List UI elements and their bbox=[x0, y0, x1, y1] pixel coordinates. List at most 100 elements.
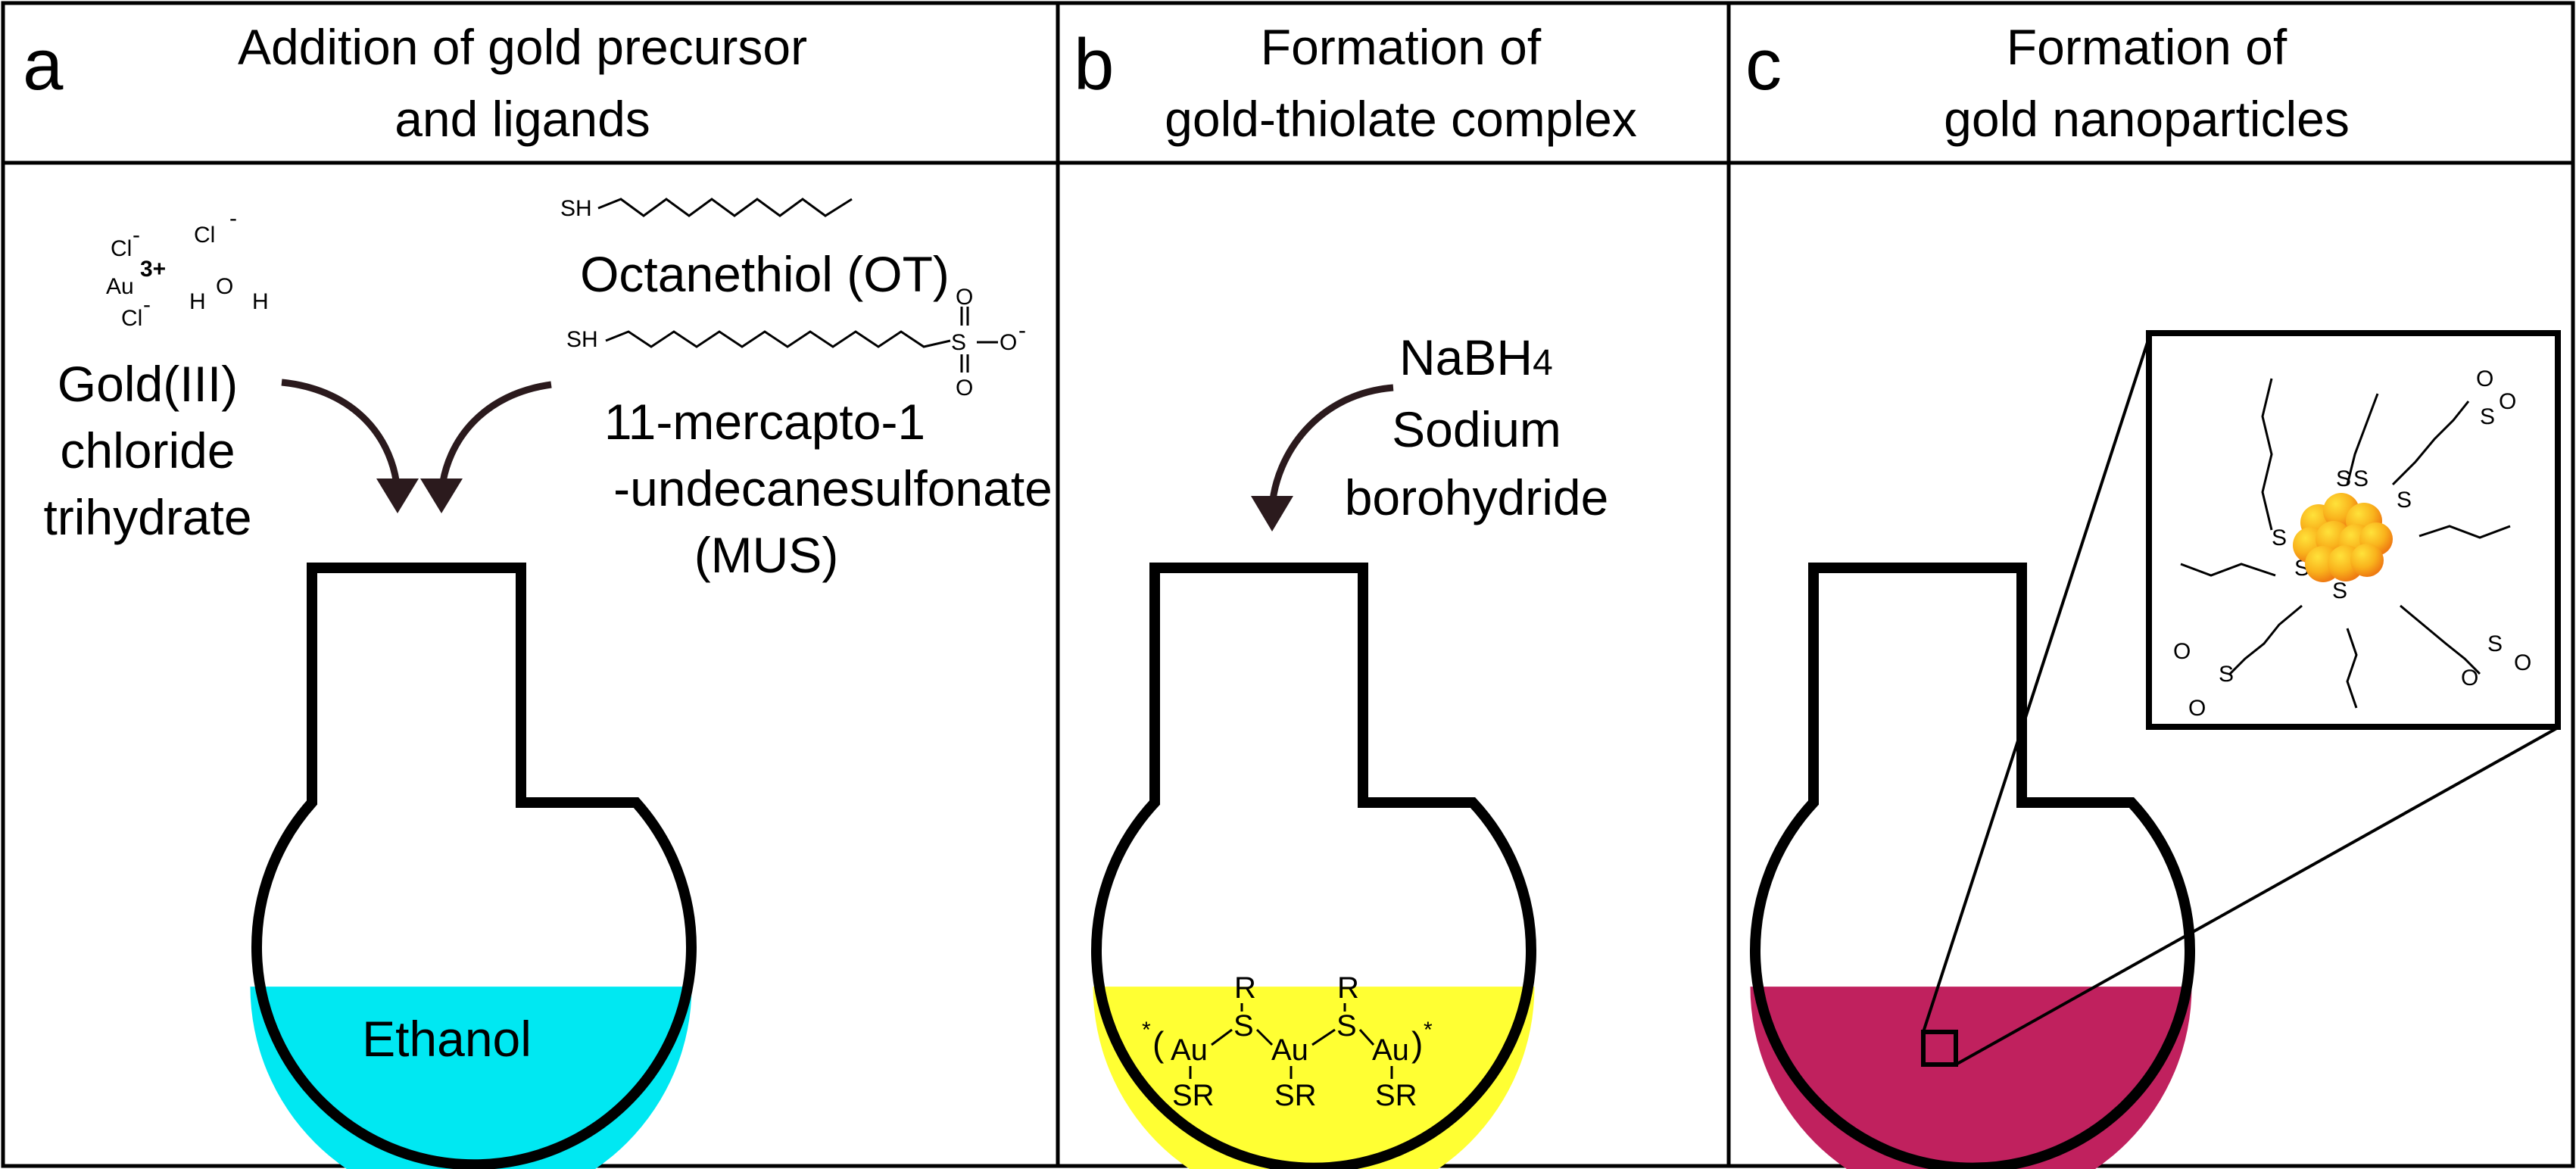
complex-sr-2: SR bbox=[1274, 1079, 1317, 1112]
inset-so3-lower-left-o1: O bbox=[2173, 639, 2191, 664]
gold-core bbox=[2293, 493, 2393, 582]
mus-name-line3: (MUS) bbox=[694, 527, 839, 583]
ligand-shell bbox=[2180, 378, 2511, 709]
nanoparticle-solution bbox=[1750, 987, 2192, 1169]
complex-au-1: Au bbox=[1171, 1033, 1208, 1067]
mus-name-line2: -undecanesulfonate bbox=[613, 460, 1053, 516]
chloride-3: Cl bbox=[121, 306, 142, 331]
mus-oxygen-top: O bbox=[956, 285, 973, 310]
ligand-oct-down bbox=[2346, 628, 2358, 709]
inset-s-left: S bbox=[2272, 525, 2287, 550]
panel-a-title-line2: and ligands bbox=[395, 91, 650, 147]
complex-r-2: R bbox=[1337, 971, 1359, 1005]
panel-c-title-line2: gold nanoparticles bbox=[1944, 91, 2350, 147]
panel-letter-a: a bbox=[23, 24, 64, 105]
chloride-1-charge: - bbox=[133, 223, 140, 248]
reduction-arrow bbox=[1268, 384, 1394, 508]
flask-a-outline bbox=[251, 563, 697, 1169]
complex-s-2: S bbox=[1336, 1009, 1357, 1043]
inset-sulfonate-groups: O O S O S O S O O bbox=[2173, 366, 2531, 721]
zoom-lines bbox=[1922, 332, 2560, 1066]
complex-au-2: Au bbox=[1271, 1033, 1308, 1067]
chloride-2-charge: - bbox=[229, 206, 237, 231]
panel-b-header: b Formation of gold-thiolate complex bbox=[1074, 19, 1637, 147]
flask-b: * ( Au S R Au S R Au ) * SR SR bbox=[1091, 563, 1536, 1169]
ethanol-label: Ethanol bbox=[362, 1011, 532, 1067]
ligand-mus-upper-right bbox=[2391, 401, 2470, 486]
complex-sr-1: SR bbox=[1172, 1079, 1215, 1112]
ligand-mus-up bbox=[2346, 393, 2379, 485]
mus-charge: - bbox=[1018, 318, 1026, 343]
complex-au-3: Au bbox=[1372, 1033, 1409, 1067]
panel-b-title-line2: gold-thiolate complex bbox=[1165, 91, 1637, 147]
reduction-arrowhead bbox=[1251, 496, 1293, 532]
mus-sulfur: S bbox=[951, 330, 966, 355]
flask-c bbox=[1750, 563, 2195, 1169]
gold-chloride-name-line1: Gold(III) bbox=[58, 356, 238, 412]
complex-end-star-right: * bbox=[1424, 1018, 1433, 1043]
gold-chloride-name: Gold(III) chloride trihydrate bbox=[43, 356, 251, 545]
inset-so3-lower-right-s: S bbox=[2487, 631, 2503, 656]
complex-bonds bbox=[1189, 1003, 1393, 1079]
mus-oxygen-bottom: O bbox=[956, 376, 973, 401]
inset-so3-lower-left-s: S bbox=[2219, 662, 2234, 687]
ligand-addition-arrowhead bbox=[420, 479, 463, 513]
gold-ion-charge: 3+ bbox=[140, 257, 166, 282]
ligand-addition-arrow bbox=[438, 381, 552, 493]
panel-a-arrows bbox=[281, 379, 552, 513]
gold-addition-arrowhead bbox=[376, 479, 419, 513]
panel-c-title-line1: Formation of bbox=[2007, 19, 2288, 75]
panel-letter-b: b bbox=[1074, 24, 1114, 105]
inset-s-top-2: S bbox=[2353, 466, 2369, 491]
octanethiol-name: Octanethiol (OT) bbox=[580, 246, 950, 302]
zoom-line-bottom bbox=[1955, 725, 2560, 1066]
octanethiol-sh: SH bbox=[560, 196, 592, 221]
gold-ion: Au bbox=[106, 274, 134, 299]
inset-so3-upper-right-o1: O bbox=[2476, 366, 2493, 391]
inset-so3-upper-right-o2: O bbox=[2499, 389, 2516, 414]
mus-name: 11-mercapto-1 -undecanesulfonate (MUS) bbox=[604, 394, 1053, 583]
octanethiol-structure: SH bbox=[560, 196, 853, 221]
gold-chloride-name-line2: chloride bbox=[60, 422, 235, 479]
inset-so3-upper-right-s: S bbox=[2480, 404, 2495, 429]
ligand-oct-left bbox=[2180, 563, 2276, 577]
chloride-1: Cl bbox=[111, 236, 132, 261]
reducing-agent: NaBH4 Sodium borohydride bbox=[1345, 329, 1609, 525]
mus-name-line1: 11-mercapto-1 bbox=[604, 394, 925, 450]
water-o: O bbox=[216, 274, 233, 299]
complex-sr-3: SR bbox=[1375, 1079, 1417, 1112]
complex-s-1: S bbox=[1233, 1009, 1254, 1043]
flask-a: Ethanol bbox=[250, 563, 697, 1169]
gold-thiolate-complex: * ( Au S R Au S R Au ) * SR SR bbox=[1142, 971, 1433, 1112]
mus-sh: SH bbox=[566, 327, 598, 352]
flask-b-outline bbox=[1091, 563, 1536, 1169]
ligand-oct-up bbox=[2261, 378, 2273, 531]
flask-c-outline bbox=[1750, 563, 2195, 1169]
panel-letter-c: c bbox=[1745, 24, 1782, 105]
reagent-name-line2: borohydride bbox=[1345, 469, 1609, 525]
complex-solution bbox=[1093, 987, 1535, 1169]
mus-chain bbox=[605, 330, 951, 348]
nanoparticle-inset: S S S S S S S O O S O S O S O O bbox=[2146, 330, 2561, 730]
gold-chloride-name-line3: trihydrate bbox=[43, 489, 251, 545]
reagent-name-line1: Sodium bbox=[1392, 401, 1561, 457]
ligand-mus-lower-left bbox=[2228, 604, 2303, 675]
panel-c-header: c Formation of gold nanoparticles bbox=[1745, 19, 2350, 147]
complex-r-1: R bbox=[1234, 971, 1256, 1005]
chloride-3-charge: - bbox=[143, 292, 151, 317]
panel-a-header: a Addition of gold precursor and ligands bbox=[23, 19, 807, 147]
panel-a-title-line1: Addition of gold precursor bbox=[238, 19, 807, 75]
chloride-2: Cl bbox=[194, 223, 215, 248]
ligand-oct-right bbox=[2419, 525, 2511, 539]
complex-bracket-left: ( bbox=[1152, 1024, 1165, 1064]
inset-so3-lower-right-o2: O bbox=[2461, 666, 2478, 690]
inset-s-upper-right: S bbox=[2397, 488, 2412, 513]
complex-end-star-left: * bbox=[1142, 1018, 1151, 1043]
complex-bracket-right: ) bbox=[1411, 1024, 1423, 1064]
water-h1: H bbox=[189, 289, 206, 314]
gold-addition-arrow bbox=[281, 379, 401, 493]
ethanol-liquid bbox=[250, 987, 692, 1169]
nabh4-formula: NaBH4 bbox=[1399, 329, 1553, 385]
zoom-line-top bbox=[1922, 332, 2152, 1033]
